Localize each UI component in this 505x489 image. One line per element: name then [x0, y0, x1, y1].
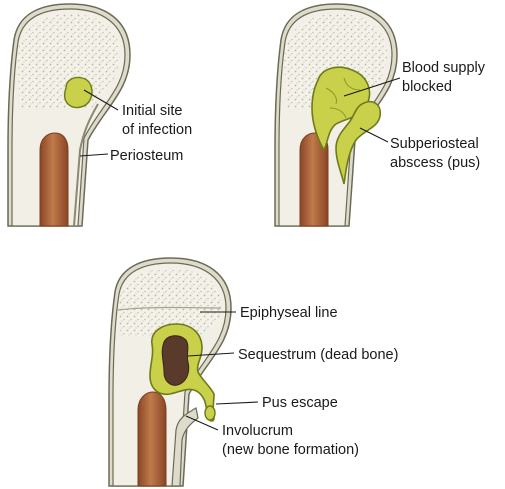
panel-2-leaders [343, 77, 401, 143]
label-subperiosteal-line2: abscess (pus) [390, 155, 480, 171]
sequestrum-abscess [149, 323, 216, 422]
sequestrum-dead-bone [161, 335, 190, 386]
label-blood-supply-line1: Blood supply [402, 60, 486, 76]
label-initial-site-line2: of infection [122, 122, 192, 138]
panel-3-leaders [185, 311, 259, 431]
label-involucrum-line2: (new bone formation) [222, 442, 359, 458]
label-involucrum-line1: Involucrum [222, 423, 293, 439]
blocked-blood-supply-abscess [311, 66, 382, 185]
label-blood-supply-line2: blocked [402, 79, 452, 95]
label-periosteum: Periosteum [110, 148, 183, 164]
label-subperiosteal-line1: Subperiosteal [390, 136, 479, 152]
initial-infection-site [62, 76, 94, 109]
label-initial-site-line1: Initial site [122, 103, 182, 119]
panel-1-leaders [79, 89, 119, 157]
label-sequestrum: Sequestrum (dead bone) [238, 347, 398, 363]
panel-1-bone [7, 3, 131, 227]
label-pus-escape: Pus escape [262, 395, 338, 411]
label-epiphyseal-line: Epiphyseal line [240, 305, 338, 321]
